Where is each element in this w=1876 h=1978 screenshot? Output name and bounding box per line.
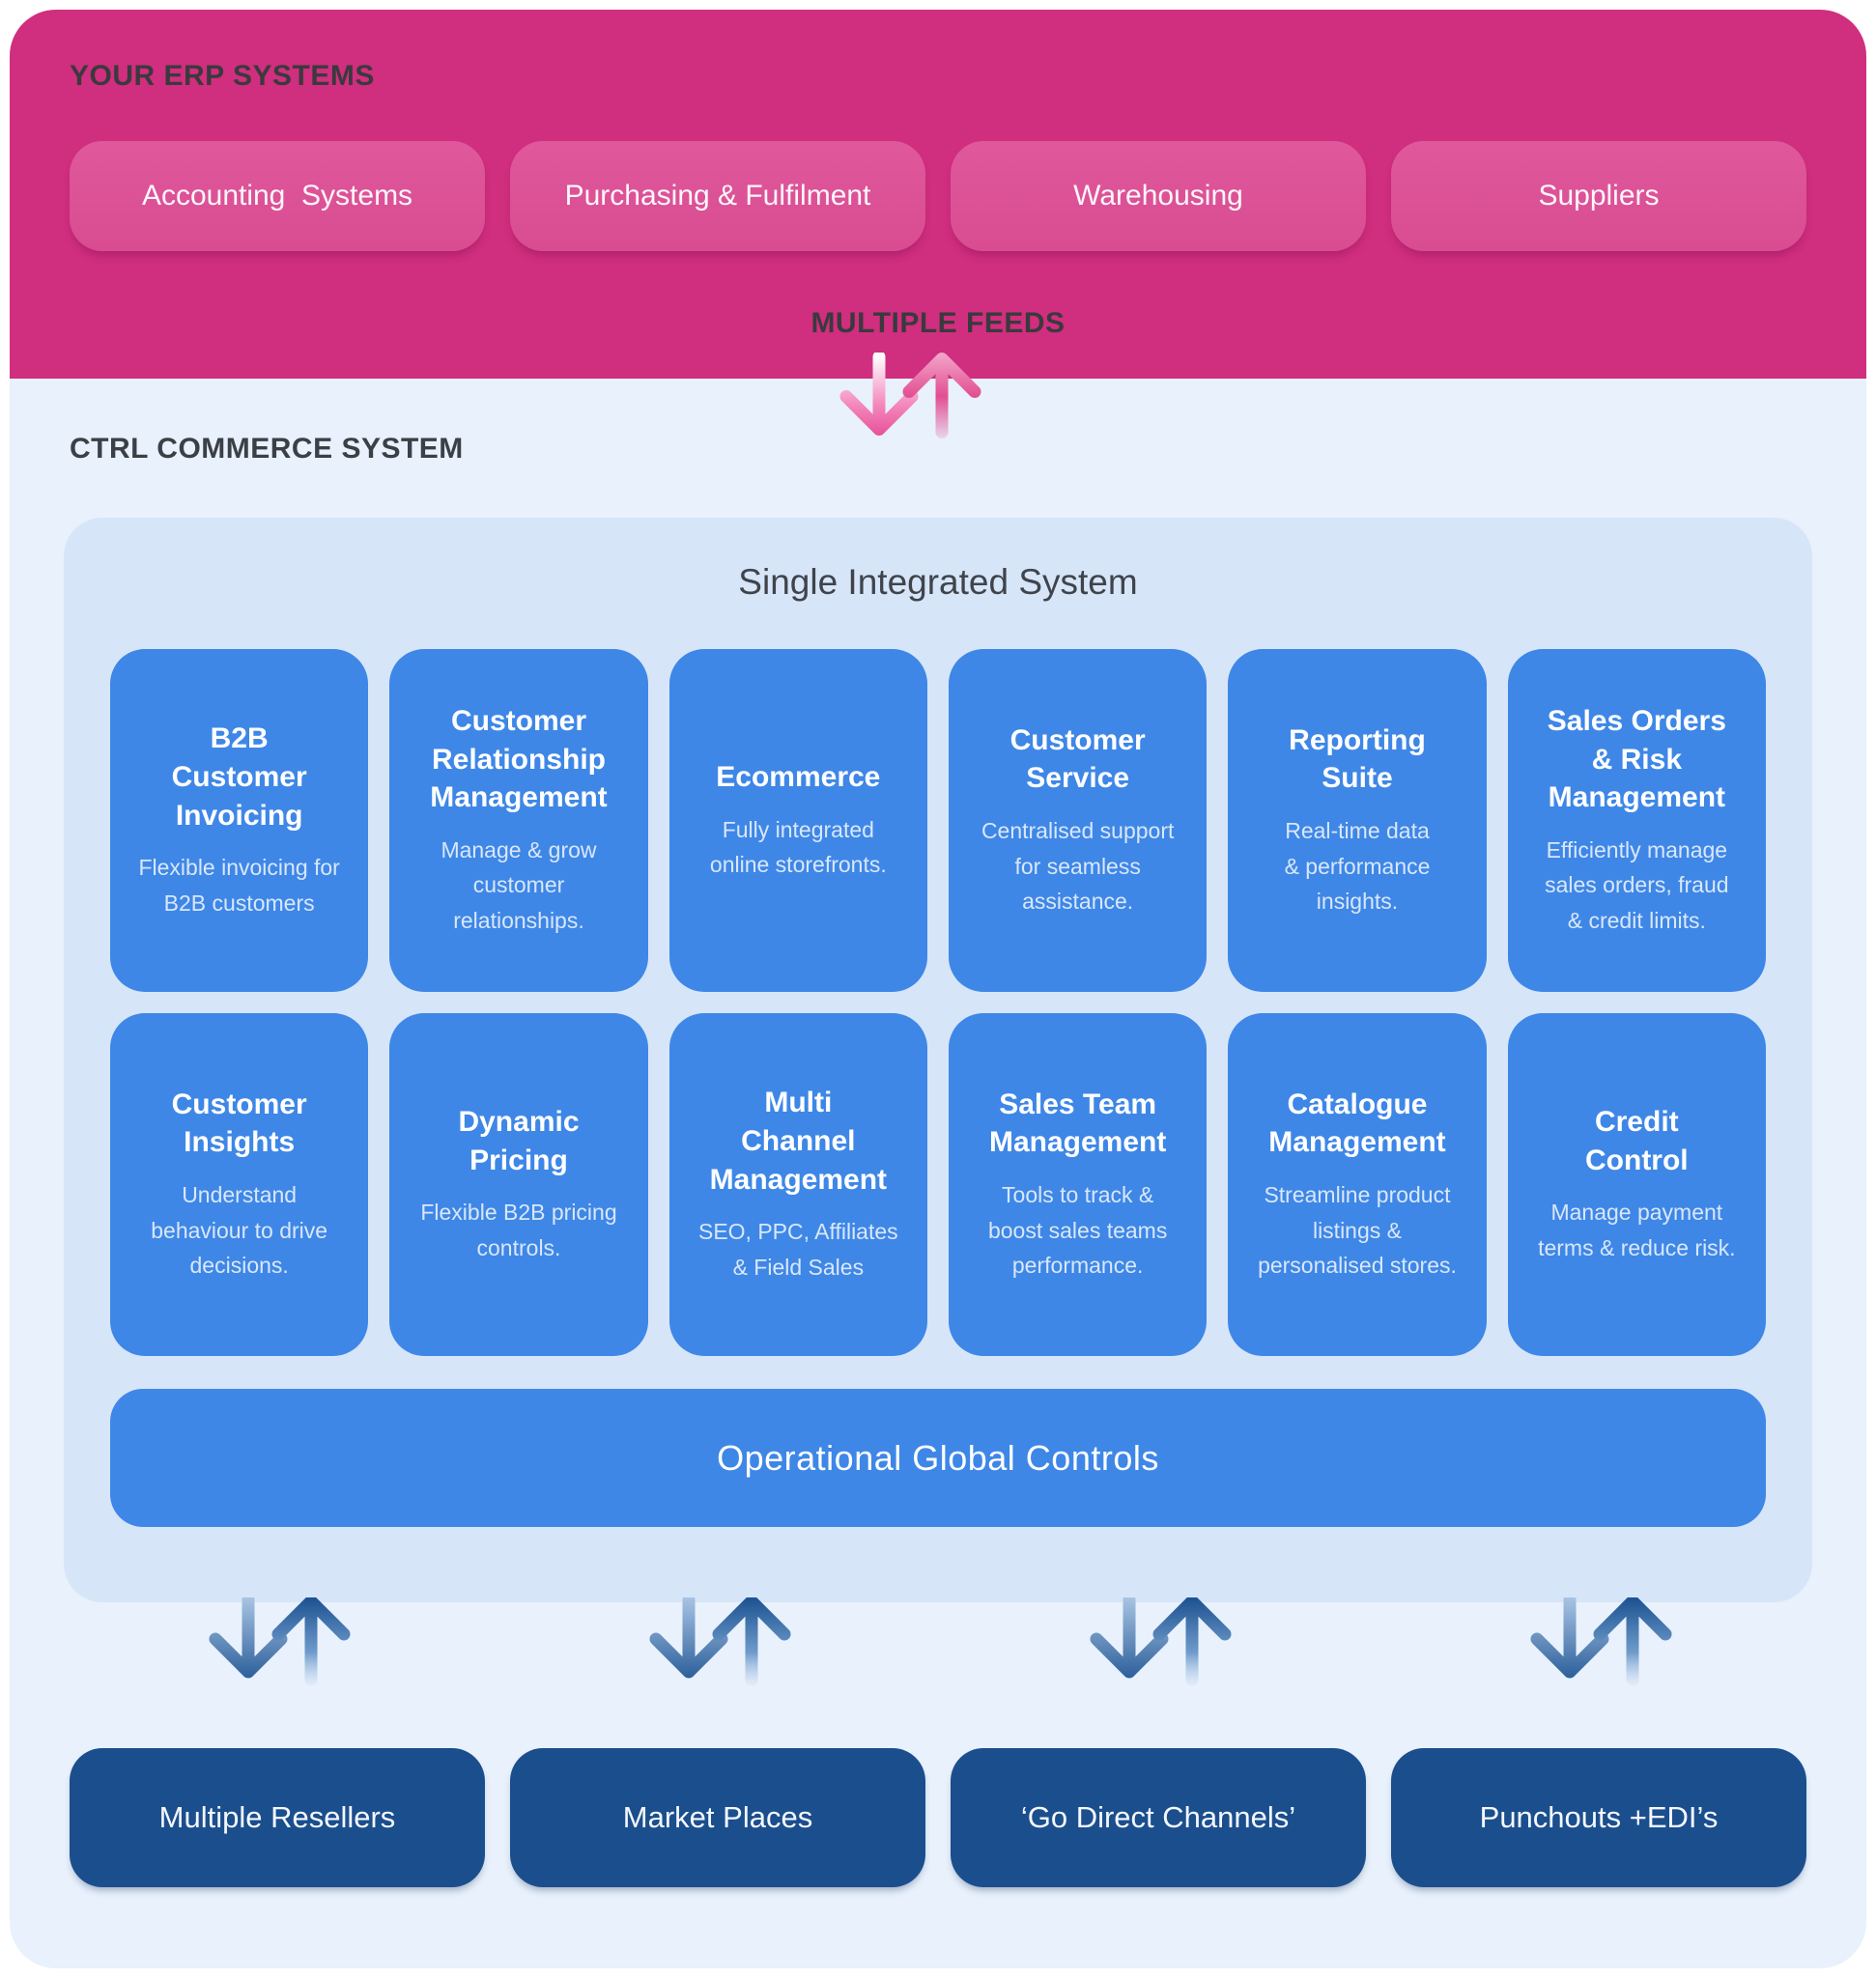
module-customer-relationship-management: Customer Relationship Management Manage …	[389, 649, 648, 992]
erp-pill-warehousing: Warehousing	[951, 141, 1366, 251]
module-title: B2B Customer Invoicing	[171, 722, 307, 832]
channel-pill-go-direct-channels: ‘Go Direct Channels’	[951, 1748, 1366, 1887]
erp-section-title: YOUR ERP SYSTEMS	[70, 60, 375, 92]
module-desc: Tools to track & boost sales teams perfo…	[987, 1181, 1168, 1279]
up-arrow-icon	[1152, 1597, 1232, 1686]
channel-sync-arrows-icon	[1090, 1597, 1232, 1686]
channel-arrows-row	[10, 1597, 1866, 1689]
channel-sync-arrows-icon	[209, 1597, 351, 1686]
module-title: Multi Channel Management	[709, 1087, 888, 1196]
module-title: Reporting Suite	[1289, 723, 1426, 795]
module-desc: Centralised support for seamless assista…	[981, 817, 1175, 915]
module-sales-team-management: Sales Team Management Tools to track & b…	[949, 1013, 1208, 1356]
panel-title: Single Integrated System	[738, 562, 1138, 602]
up-arrow-icon	[1593, 1597, 1672, 1686]
module-desc: Manage payment terms & reduce risk.	[1538, 1200, 1736, 1261]
operational-global-controls-bar: Operational Global Controls	[110, 1389, 1766, 1527]
module-title: Customer Service	[1009, 723, 1146, 795]
diagram-canvas: YOUR ERP SYSTEMS Accounting Systems Purc…	[10, 10, 1866, 1968]
module-desc: Flexible invoicing for B2B customers	[138, 855, 340, 916]
module-reporting-suite: Reporting Suite Real-time data & perform…	[1228, 649, 1487, 992]
channel-arrows-cell	[951, 1597, 1366, 1689]
down-arrow-icon	[649, 1597, 728, 1679]
multiple-feeds-label: MULTIPLE FEEDS	[810, 307, 1066, 339]
channel-pill-multiple-resellers: Multiple Resellers	[70, 1748, 485, 1887]
up-arrow-icon	[712, 1597, 791, 1686]
down-arrow-icon	[1090, 1597, 1169, 1679]
channel-sync-arrows-icon	[649, 1597, 791, 1686]
module-desc: Manage & grow customer relationships.	[441, 836, 597, 934]
down-arrow-icon	[1530, 1597, 1609, 1679]
module-catalogue-management: Catalogue Management Streamline product …	[1228, 1013, 1487, 1356]
down-arrow-icon	[209, 1597, 288, 1679]
erp-pill-accounting-systems: Accounting Systems	[70, 141, 485, 251]
channel-arrows-cell	[70, 1597, 485, 1689]
erp-systems-section: YOUR ERP SYSTEMS Accounting Systems Purc…	[10, 10, 1866, 379]
module-title: Sales Team Management	[988, 1088, 1167, 1159]
channel-pills-row: Multiple Resellers Market Places ‘Go Dir…	[10, 1748, 1866, 1887]
module-sales-orders-risk-management: Sales Orders & Risk Management Efficient…	[1507, 649, 1766, 992]
erp-pill-purchasing-fulfilment: Purchasing & Fulfilment	[510, 141, 925, 251]
module-title: Credit Control	[1585, 1106, 1689, 1176]
module-credit-control: Credit Control Manage payment terms & re…	[1507, 1013, 1766, 1356]
module-desc: Streamline product listings & personalis…	[1258, 1181, 1457, 1279]
up-arrow-icon	[902, 353, 981, 438]
module-desc: Flexible B2B pricing controls.	[420, 1200, 617, 1261]
module-customer-insights: Customer Insights Understand behaviour t…	[110, 1013, 369, 1356]
module-desc: Efficiently manage sales orders, fraud &…	[1545, 836, 1729, 934]
module-desc: Real-time data & performance insights.	[1284, 817, 1431, 915]
module-desc: SEO, PPC, Affiliates & Field Sales	[697, 1219, 898, 1280]
feed-sync-arrows-icon	[839, 353, 981, 438]
module-dynamic-pricing: Dynamic Pricing Flexible B2B pricing con…	[389, 1013, 648, 1356]
module-customer-service: Customer Service Centralised support for…	[949, 649, 1208, 992]
erp-pills-row: Accounting Systems Purchasing & Fulfilme…	[70, 141, 1806, 251]
erp-pill-suppliers: Suppliers	[1391, 141, 1806, 251]
module-b2b-customer-invoicing: B2B Customer Invoicing Flexible invoicin…	[110, 649, 369, 992]
up-arrow-icon	[271, 1597, 351, 1686]
channel-arrows-cell	[1391, 1597, 1806, 1689]
channel-pill-punchouts-edis: Punchouts +EDI’s	[1391, 1748, 1806, 1887]
module-ecommerce: Ecommerce Fully integrated online storef…	[668, 649, 927, 992]
down-arrow-icon	[839, 353, 919, 436]
ctrl-commerce-section-title: CTRL COMMERCE SYSTEM	[70, 433, 464, 465]
module-title: Dynamic Pricing	[458, 1106, 580, 1176]
channel-pill-market-places: Market Places	[510, 1748, 925, 1887]
module-title: Customer Relationship Management	[430, 704, 608, 814]
module-title: Sales Orders & Risk Management	[1547, 704, 1726, 814]
channel-sync-arrows-icon	[1530, 1597, 1672, 1686]
module-desc: Fully integrated online storefronts.	[709, 816, 887, 878]
module-title: Customer Insights	[171, 1088, 307, 1159]
module-multi-channel-management: Multi Channel Management SEO, PPC, Affil…	[668, 1013, 927, 1356]
module-title: Ecommerce	[716, 760, 881, 793]
module-title: Catalogue Management	[1268, 1088, 1446, 1159]
single-integrated-system-panel: Single Integrated System B2B Customer In…	[64, 518, 1812, 1602]
channel-arrows-cell	[510, 1597, 925, 1689]
module-desc: Understand behaviour to drive decisions.	[151, 1181, 328, 1279]
module-grid: B2B Customer Invoicing Flexible invoicin…	[110, 649, 1766, 1356]
